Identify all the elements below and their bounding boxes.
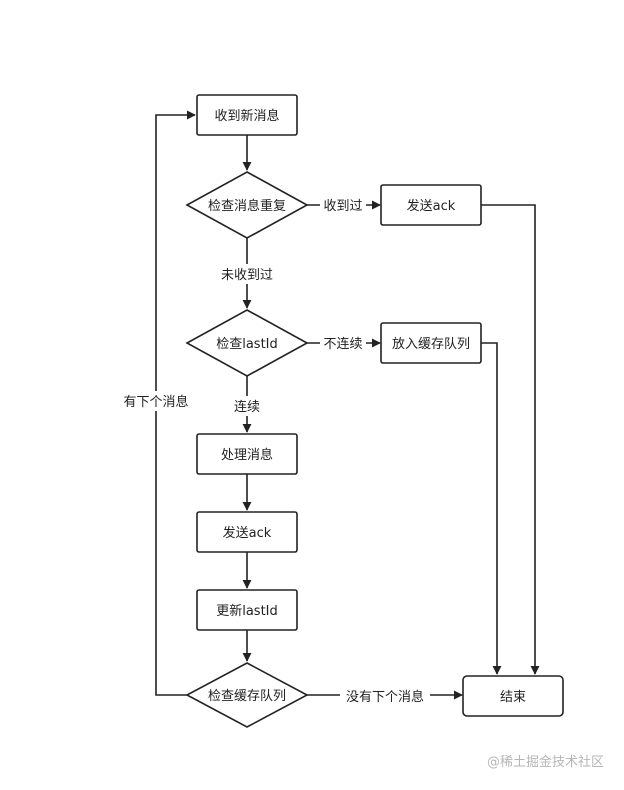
- edge-buffer-to-end: [481, 342, 502, 675]
- edge-label-no-next: 没有下个消息: [346, 689, 424, 705]
- node-end: [462, 675, 564, 717]
- node-ack: [196, 511, 298, 553]
- node-update-lastid-label: 更新lastId: [216, 603, 278, 619]
- edge-label-continuous: 连续: [234, 399, 260, 415]
- edge-label-discontinuous: 不连续: [323, 336, 362, 352]
- node-receive-label: 收到新消息: [214, 108, 279, 124]
- node-ack-label: 发送ack: [223, 525, 272, 541]
- node-process: [196, 433, 298, 475]
- node-buffer-label: 放入缓存队列: [392, 337, 470, 352]
- node-check-dup: [185, 171, 309, 239]
- edge-ack-dup-to-end: [481, 204, 540, 675]
- node-check-dup-label: 检查消息重复: [208, 198, 286, 214]
- node-receive: [196, 94, 298, 136]
- node-end-label: 结束: [500, 690, 526, 705]
- watermark: @稀土掘金技术社区: [487, 754, 604, 770]
- node-ack-dup-label: 发送ack: [407, 198, 456, 214]
- node-check-queue: [185, 662, 309, 728]
- node-process-label: 处理消息: [221, 447, 273, 463]
- edge-label-received: 收到过: [323, 199, 362, 214]
- node-check-lastid-label: 检查lastId: [216, 337, 278, 352]
- edge-label-has-next: 有下个消息: [123, 394, 188, 410]
- node-check-queue-label: 检查缓存队列: [208, 689, 286, 704]
- node-update-lastid: [196, 589, 298, 631]
- node-check-lastid: [185, 309, 309, 377]
- edge-label-not-received: 未收到过: [221, 268, 273, 283]
- node-buffer: [380, 322, 482, 364]
- node-ack-dup: [380, 184, 482, 226]
